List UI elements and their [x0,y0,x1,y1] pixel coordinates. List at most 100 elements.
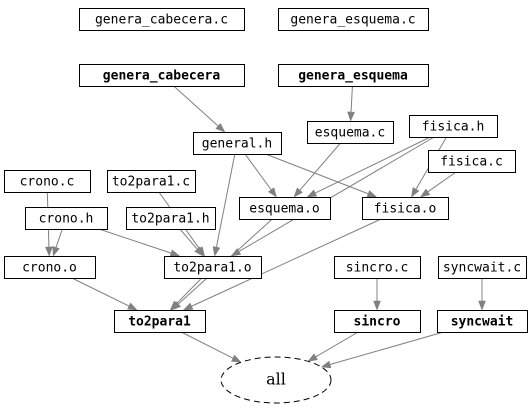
node-label: all [266,370,286,389]
node-crono-c: crono.c [4,170,91,193]
node-box [107,170,196,193]
arrowhead-icon [420,188,431,198]
arrowhead-icon [212,246,221,257]
node-box [25,207,108,230]
arrowhead-icon [267,187,277,198]
edge-line [55,228,63,248]
node-syncwait: syncwait [437,310,528,333]
node-box [79,8,245,31]
node-box [164,256,262,279]
arrowhead-icon [52,246,60,257]
edge-line [215,153,236,248]
node-box [307,121,394,144]
edge-fisica_c-to-fisica_o [420,171,457,198]
edge-sincro_c-to-sincro [373,278,381,311]
arrowhead-icon [411,187,420,198]
node-label: general.h [202,137,272,152]
node-all: all [220,356,332,404]
node-genera-esquema-c: genera_esquema.c [278,8,429,31]
edge-line [176,277,203,304]
node-box [278,8,429,31]
node-box [428,150,516,173]
node-label: fisica.c [440,155,503,170]
edge-line [427,171,457,193]
arrowhead-icon [171,300,182,311]
node-genera-esquema: genera_esquema [278,64,429,87]
node-esquema-o: esquema.o [239,197,331,220]
arrowhead-icon [169,249,181,257]
edge-line [265,153,369,195]
arrowhead-icon [347,111,355,122]
edge-crono_o-to-to2para1 [71,277,138,311]
node-esquema-c: esquema.c [307,121,394,144]
edge-general_h-to-esquema_o [244,153,277,198]
edge-fisica_o-to-to2para1 [182,218,382,311]
arrowhead-icon [45,246,53,257]
arrowhead-icon [478,300,486,311]
node-label: to2para1.o [173,261,251,276]
edge-line [299,142,341,191]
edge-genera_cabecera-to-general_h [173,85,226,133]
node-label: crono.c [20,175,75,190]
node-label: genera_cabecera.c [95,13,228,28]
node-crono-o: crono.o [4,256,96,279]
edge-line [350,85,353,113]
node-label: genera_esquema.c [290,13,415,28]
node-sincro-c: sincro.c [334,256,421,279]
node-box [126,207,216,230]
node-to2para1-o: to2para1.o [164,256,262,279]
edge-line [179,228,198,250]
node-genera-cabecera: genera_cabecera [79,64,245,87]
node-box [409,115,498,138]
nodes: genera_cabecera.c genera_esquema.c genera_… [4,8,528,404]
node-crono-h: crono.h [25,207,108,230]
node-shape [220,356,332,404]
edge-sincro-to-all [307,331,359,362]
node-sincro: sincro [334,310,421,333]
node-label: genera_esquema [298,69,408,84]
node-box [239,197,331,220]
node-genera-cabecera-c: genera_cabecera.c [79,8,245,31]
edge-line [314,136,431,194]
arrowhead-icon [230,354,242,363]
node-syncwait-c: syncwait.c [438,256,527,279]
node-label: esquema.c [315,126,385,141]
node-box [334,256,421,279]
edge-line [315,331,359,358]
edge-line [98,228,172,254]
node-label: crono.o [22,261,77,276]
node-label: sincro [354,315,401,330]
node-label: esquema.o [249,202,319,217]
edge-crono_h-to-crono_o [52,228,63,257]
node-label: fisica.o [374,202,437,217]
edge-general_h-to-to2para1_o [212,153,236,257]
edge-genera_esquema-to-esquema_c [347,85,355,122]
node-general-h: general.h [193,132,282,155]
node-fisica-h: fisica.h [409,115,498,138]
node-label: sincro.c [346,261,409,276]
edge-line [71,277,130,307]
edge-to2para1-to-all [180,331,242,363]
arrowhead-icon [320,360,332,369]
node-label: to2para1.h [131,212,209,227]
node-box [114,310,206,333]
node-label: fisica.h [422,120,485,135]
node-to2para1-h: to2para1.h [126,207,216,230]
node-box [334,310,421,333]
arrowhead-icon [194,246,204,257]
edge-esquema_c-to-esquema_o [293,142,341,198]
node-label: syncwait.c [443,261,521,276]
arrowhead-icon [127,302,138,311]
node-fisica-c: fisica.c [428,150,516,173]
node-box [79,64,245,87]
edge-fisica_h-to-esquema_o [306,136,431,198]
node-label: to2para1.c [112,175,190,190]
edge-to2para1_h-to-to2para1_o [179,228,204,257]
node-box [193,132,282,155]
arrowhead-icon [306,189,318,198]
node-label: crono.h [39,212,94,227]
arrowhead-icon [366,190,378,198]
node-box [4,256,96,279]
node-box [278,64,429,87]
